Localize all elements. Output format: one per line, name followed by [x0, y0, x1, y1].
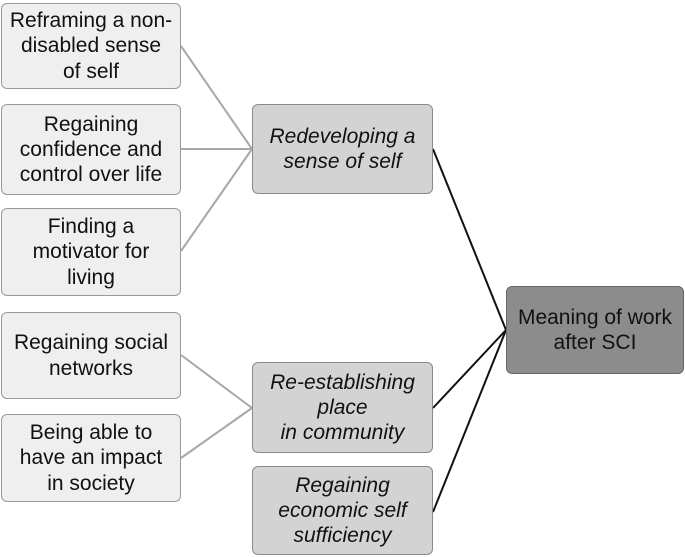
connector-theme3-root	[432, 329, 507, 513]
leaf-node-label: Being able to have an impact in society	[19, 421, 163, 495]
root-node-label: Meaning of work after SCI	[517, 305, 673, 354]
leaf-node-reframing-self: Reframing a non- disabled sense of self	[1, 3, 181, 89]
theme-node-label: Redeveloping a sense of self	[269, 124, 416, 173]
theme-node-economic-sufficiency: Regaining economic self sufficiency	[252, 466, 433, 555]
connector-leaf5-theme2	[180, 407, 253, 459]
leaf-node-regaining-confidence: Regaining confidence and control over li…	[1, 104, 181, 195]
connector-leaf1-theme1	[180, 45, 253, 150]
theme-node-place-in-community: Re-establishing place in community	[252, 362, 433, 453]
theme-node-sense-of-self: Redeveloping a sense of self	[252, 104, 433, 194]
connector-leaf4-theme2	[180, 354, 253, 409]
theme-node-label: Regaining economic self sufficiency	[278, 473, 407, 548]
leaf-node-label: Finding a motivator for living	[32, 215, 150, 289]
connector-leaf3-theme1	[180, 148, 253, 252]
leaf-node-finding-motivator: Finding a motivator for living	[1, 208, 181, 296]
connector-theme2-root	[432, 329, 507, 409]
root-node-meaning-of-work: Meaning of work after SCI	[506, 286, 684, 374]
leaf-node-label: Regaining social networks	[13, 331, 169, 380]
leaf-node-impact-society: Being able to have an impact in society	[1, 414, 181, 502]
connector-theme1-root	[432, 148, 507, 331]
leaf-node-label: Regaining confidence and control over li…	[19, 112, 163, 187]
leaf-node-social-networks: Regaining social networks	[1, 312, 181, 399]
leaf-node-label: Reframing a non- disabled sense of self	[9, 9, 173, 83]
theme-node-label: Re-establishing place in community	[270, 370, 415, 445]
